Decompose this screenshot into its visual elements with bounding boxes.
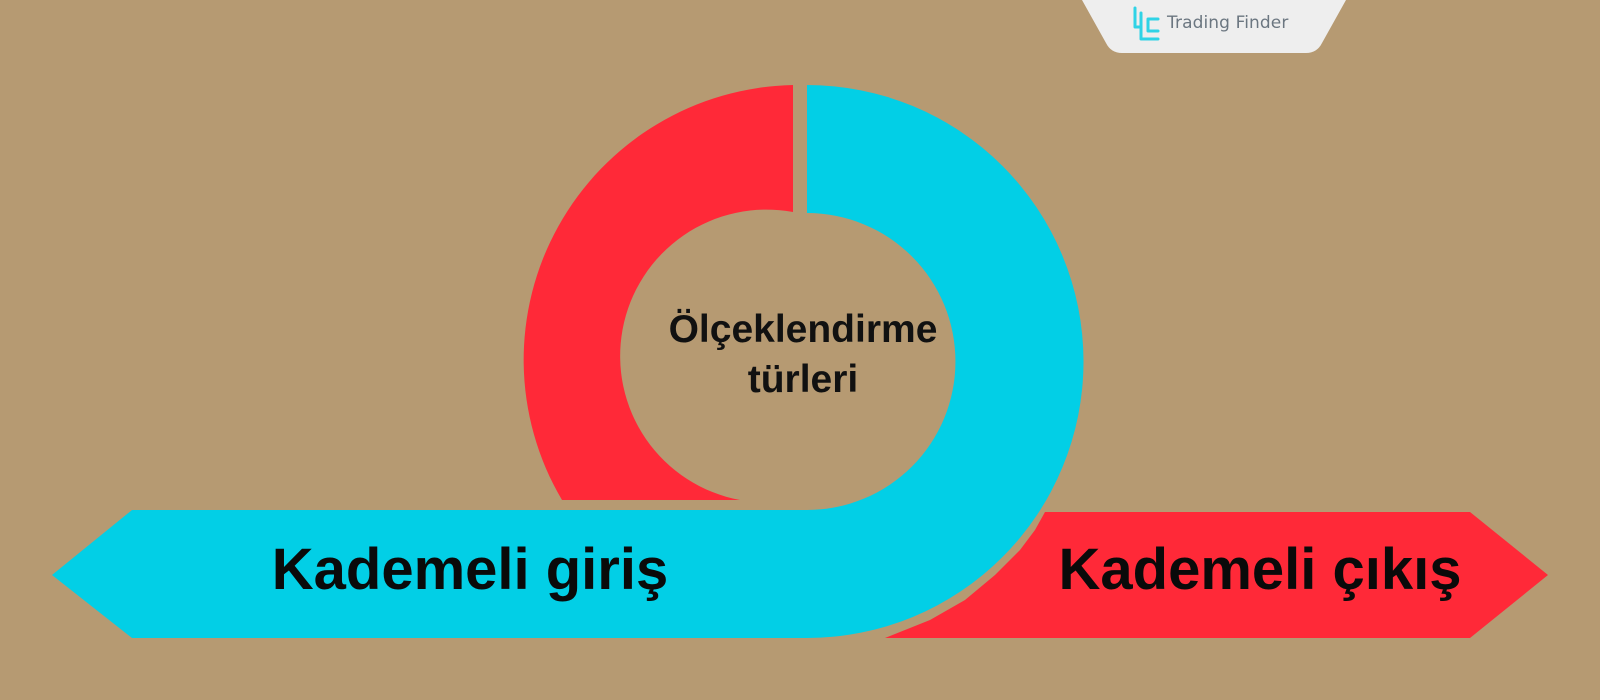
brand-name: Trading Finder	[1167, 13, 1289, 33]
center-title-line-2: türleri	[747, 358, 859, 401]
trading-finder-logo-icon	[1133, 6, 1160, 41]
exit-arrow-label: Kademeli çıkış	[1058, 537, 1462, 602]
entry-arrow-label: Kademeli giriş	[271, 537, 669, 602]
center-title: Ölçeklendirme türleri	[628, 305, 978, 405]
red-ring-segment	[523, 85, 793, 500]
entry-arrow-ring	[52, 85, 1084, 638]
center-title-line-1: Ölçeklendirme	[668, 308, 938, 351]
exit-arrow	[885, 512, 1548, 638]
